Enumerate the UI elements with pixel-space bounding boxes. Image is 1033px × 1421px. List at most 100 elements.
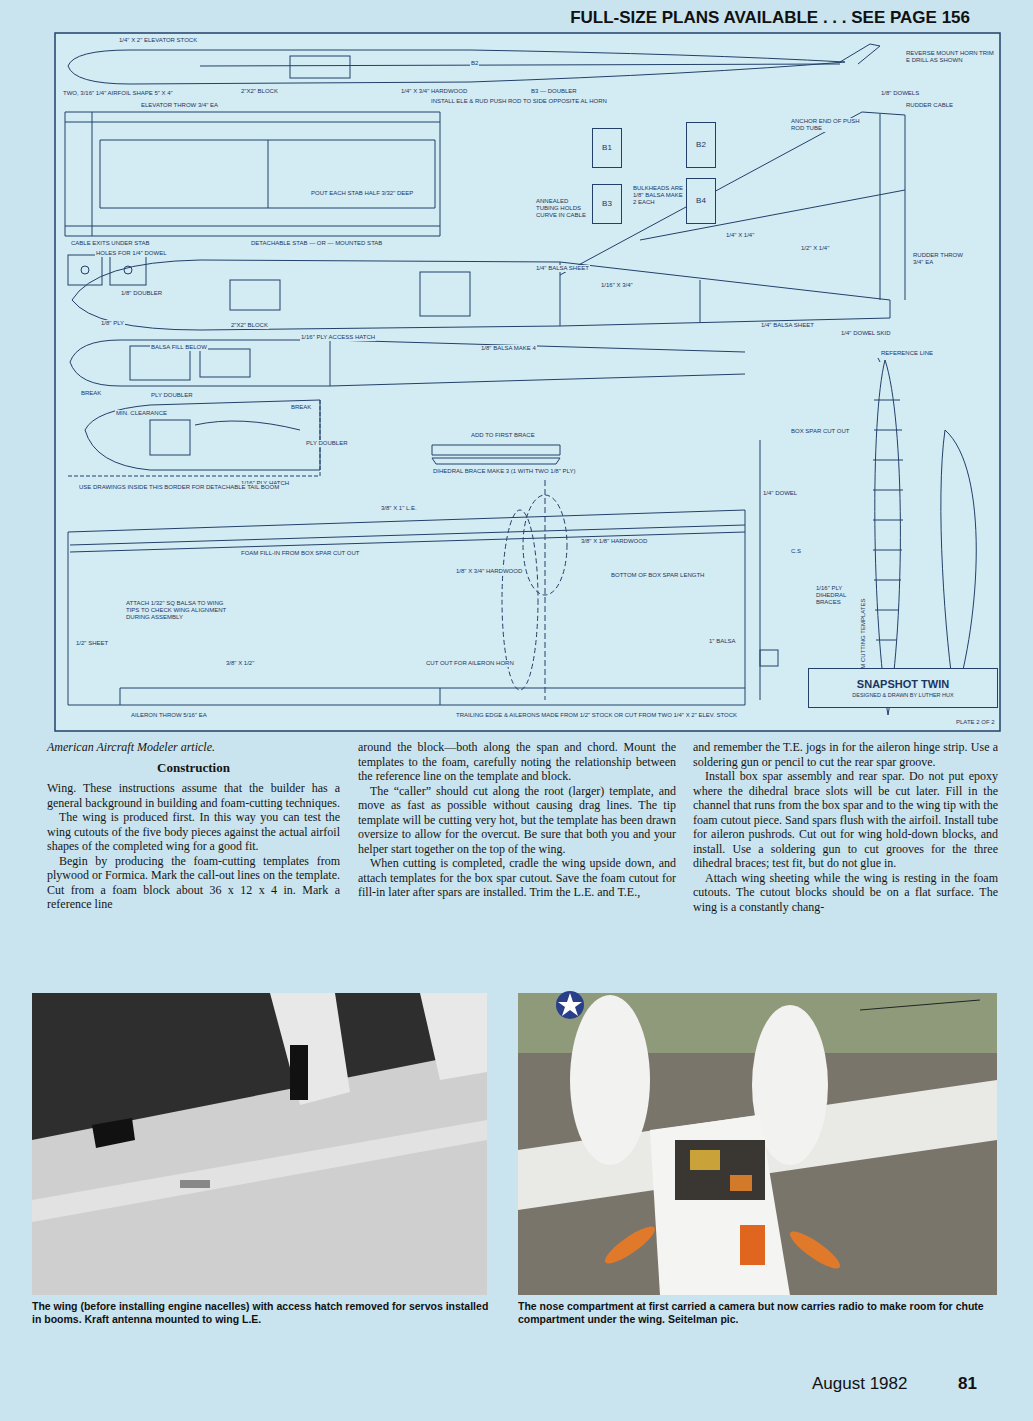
plan-drawing <box>875 360 901 715</box>
plan-callout: ADD TO FIRST BRACE <box>470 432 536 439</box>
plan-drawing <box>432 445 560 455</box>
plan-callout: REFERENCE LINE <box>880 350 934 357</box>
plan-drawing <box>873 400 903 670</box>
body-paragraph: Install box spar assembly and rear spar.… <box>693 769 998 871</box>
plan-drawing <box>268 140 269 208</box>
plan-border <box>55 33 1000 731</box>
plan-drawing <box>330 340 745 386</box>
plan-callout: DIHEDRAL BRACE MAKE 3 (1 WITH TWO 1/8" P… <box>432 468 576 475</box>
plan-drawing <box>420 272 470 316</box>
photo-wing <box>420 993 487 1080</box>
plan-drawing <box>124 266 132 274</box>
photo-plane <box>601 1221 659 1269</box>
plan-drawing <box>120 688 745 705</box>
body-paragraph: The wing is produced first. In this way … <box>47 810 340 854</box>
plan-drawing <box>200 349 250 377</box>
plan-callout: 3/8" X 1/8" HARDWOOD <box>580 538 648 545</box>
plan-callout: FOAM FILL-IN FROM BOX SPAR CUT OUT <box>240 550 360 557</box>
body-paragraph: Begin by producing the foam-cutting temp… <box>47 854 340 912</box>
body-paragraph: and remember the T.E. jogs in for the ai… <box>693 740 998 769</box>
plan-callout: BULKHEADS ARE 1/8" BALSA MAKE 2 EACH <box>632 185 686 206</box>
node-subtitle: DESIGNED & DRAWN BY LUTHER HUX <box>852 691 953 699</box>
photo-plane <box>518 991 997 1295</box>
photo-caption: The wing (before installing engine nacel… <box>32 1300 492 1325</box>
photo-wing <box>290 1045 308 1100</box>
photo-plane <box>556 991 584 1019</box>
plan-drawing <box>68 510 745 705</box>
section-heading: Construction <box>47 761 340 776</box>
plan-callout: POUT EACH STAB HALF 3/32" DEEP <box>310 190 414 197</box>
plan-callout: 1/8" BALSA MAKE 4 <box>480 345 537 352</box>
plan-drawing <box>195 421 300 430</box>
photo-caption: The nose compartment at first carried a … <box>518 1300 998 1325</box>
body-paragraph: Attach wing sheeting while the wing is r… <box>693 871 998 915</box>
plan-drawing <box>640 114 905 300</box>
photo-plane <box>570 995 650 1165</box>
plan-callout: 1/4" DOWEL <box>762 490 798 497</box>
plan-drawing <box>560 112 905 300</box>
plan-callout: 1/4" DOWEL SKID <box>840 330 892 337</box>
plan-drawing <box>65 112 440 236</box>
plan-callout: B2 <box>470 60 479 67</box>
plan-callout: PLY DOUBLER <box>150 392 193 399</box>
plan-drawing <box>230 280 280 310</box>
plan-callout: PLATE 2 OF 2 <box>955 719 996 726</box>
body-paragraph: around the block—both along the span and… <box>358 740 676 784</box>
plan-drawing <box>85 400 320 470</box>
photo-plane <box>690 1150 720 1170</box>
plan-callout: 3/8" X 1/2" <box>225 660 255 667</box>
plan-drawing <box>65 112 440 236</box>
photo-plane <box>740 1225 765 1265</box>
plan-callout: BOX SPAR CUT OUT <box>790 428 850 435</box>
plan-drawing <box>840 44 880 64</box>
plan-callout: 1/2" X 1/4" <box>800 245 830 252</box>
plan-callout: 1/8" DOWELS <box>880 90 920 97</box>
photo-plane <box>860 1000 980 1010</box>
plan-callout: BREAK <box>290 404 312 411</box>
plan-drawing <box>545 480 546 700</box>
plan-callout: 1/4" BALSA SHEET <box>535 265 590 272</box>
plan-drawing <box>72 260 890 330</box>
plan-callout: REVERSE MOUNT HORN TRIM E DRILL AS SHOWN <box>905 50 999 64</box>
plan-callout: 2"X2" BLOCK <box>240 88 279 95</box>
plan-callout: 1/16" PLY ACCESS HATCH <box>300 334 376 341</box>
plan-callout: ATTACH 1/32" SQ BALSA TO WING TIPS TO CH… <box>125 600 237 621</box>
plan-callout: DETACHABLE STAB — OR — MOUNTED STAB <box>250 240 383 247</box>
plan-callout: 3/8" X 1" L.E. <box>380 505 418 512</box>
plan-drawing <box>878 358 880 362</box>
photo-wing <box>32 1050 487 1295</box>
photo-wing <box>180 1180 210 1188</box>
plan-callout: 1" BALSA <box>708 638 736 645</box>
plan-callout: 1/4" X 2" ELEVATOR STOCK <box>118 37 198 44</box>
plan-callout: BOTTOM OF BOX SPAR LENGTH <box>610 572 705 579</box>
plan-drawing <box>65 44 976 715</box>
plan-callout: RUDDER THROW 3/4" EA <box>912 252 976 266</box>
bulkhead-part: B4 <box>686 178 716 224</box>
plan-callout: RUDDER CABLE <box>905 102 954 109</box>
plan-callout: 1/8" PLY <box>100 320 125 327</box>
plan-callout: BALSA FILL BELOW <box>150 344 208 351</box>
plan-callout: USE DRAWINGS INSIDE THIS BORDER FOR DETA… <box>78 484 280 491</box>
photo-wing <box>32 993 487 1295</box>
bulkhead-part: B2 <box>686 122 716 168</box>
photo-plane <box>786 1226 844 1274</box>
page-footer: 81 <box>958 1374 977 1394</box>
plan-callout: 1/4" BALSA SHEET <box>760 322 815 329</box>
plan-drawing <box>432 458 560 464</box>
node-title: B2 <box>696 140 706 150</box>
plan-callout: ANNEALED TUBING HOLDS CURVE IN CABLE <box>535 198 587 219</box>
title-block: SNAPSHOT TWINDESIGNED & DRAWN BY LUTHER … <box>808 668 998 708</box>
text-column: around the block—both along the span and… <box>358 740 676 900</box>
photo-wing <box>92 1118 135 1148</box>
page-header: FULL-SIZE PLANS AVAILABLE . . . SEE PAGE… <box>470 8 970 28</box>
plan-callout: 1/8" DOUBLER <box>120 290 163 297</box>
plan-drawing <box>760 650 778 666</box>
plan-drawing <box>290 56 350 78</box>
plan-callout: PLY DOUBLER <box>305 440 348 447</box>
plan-drawing <box>81 266 89 274</box>
text-column: and remember the T.E. jogs in for the ai… <box>693 740 998 914</box>
plan-callout: 1/16" PLY DIHEDRAL BRACES <box>815 585 862 606</box>
bulkhead-part: B3 <box>592 184 622 224</box>
plan-drawing <box>70 340 330 386</box>
node-title: B3 <box>602 199 612 209</box>
